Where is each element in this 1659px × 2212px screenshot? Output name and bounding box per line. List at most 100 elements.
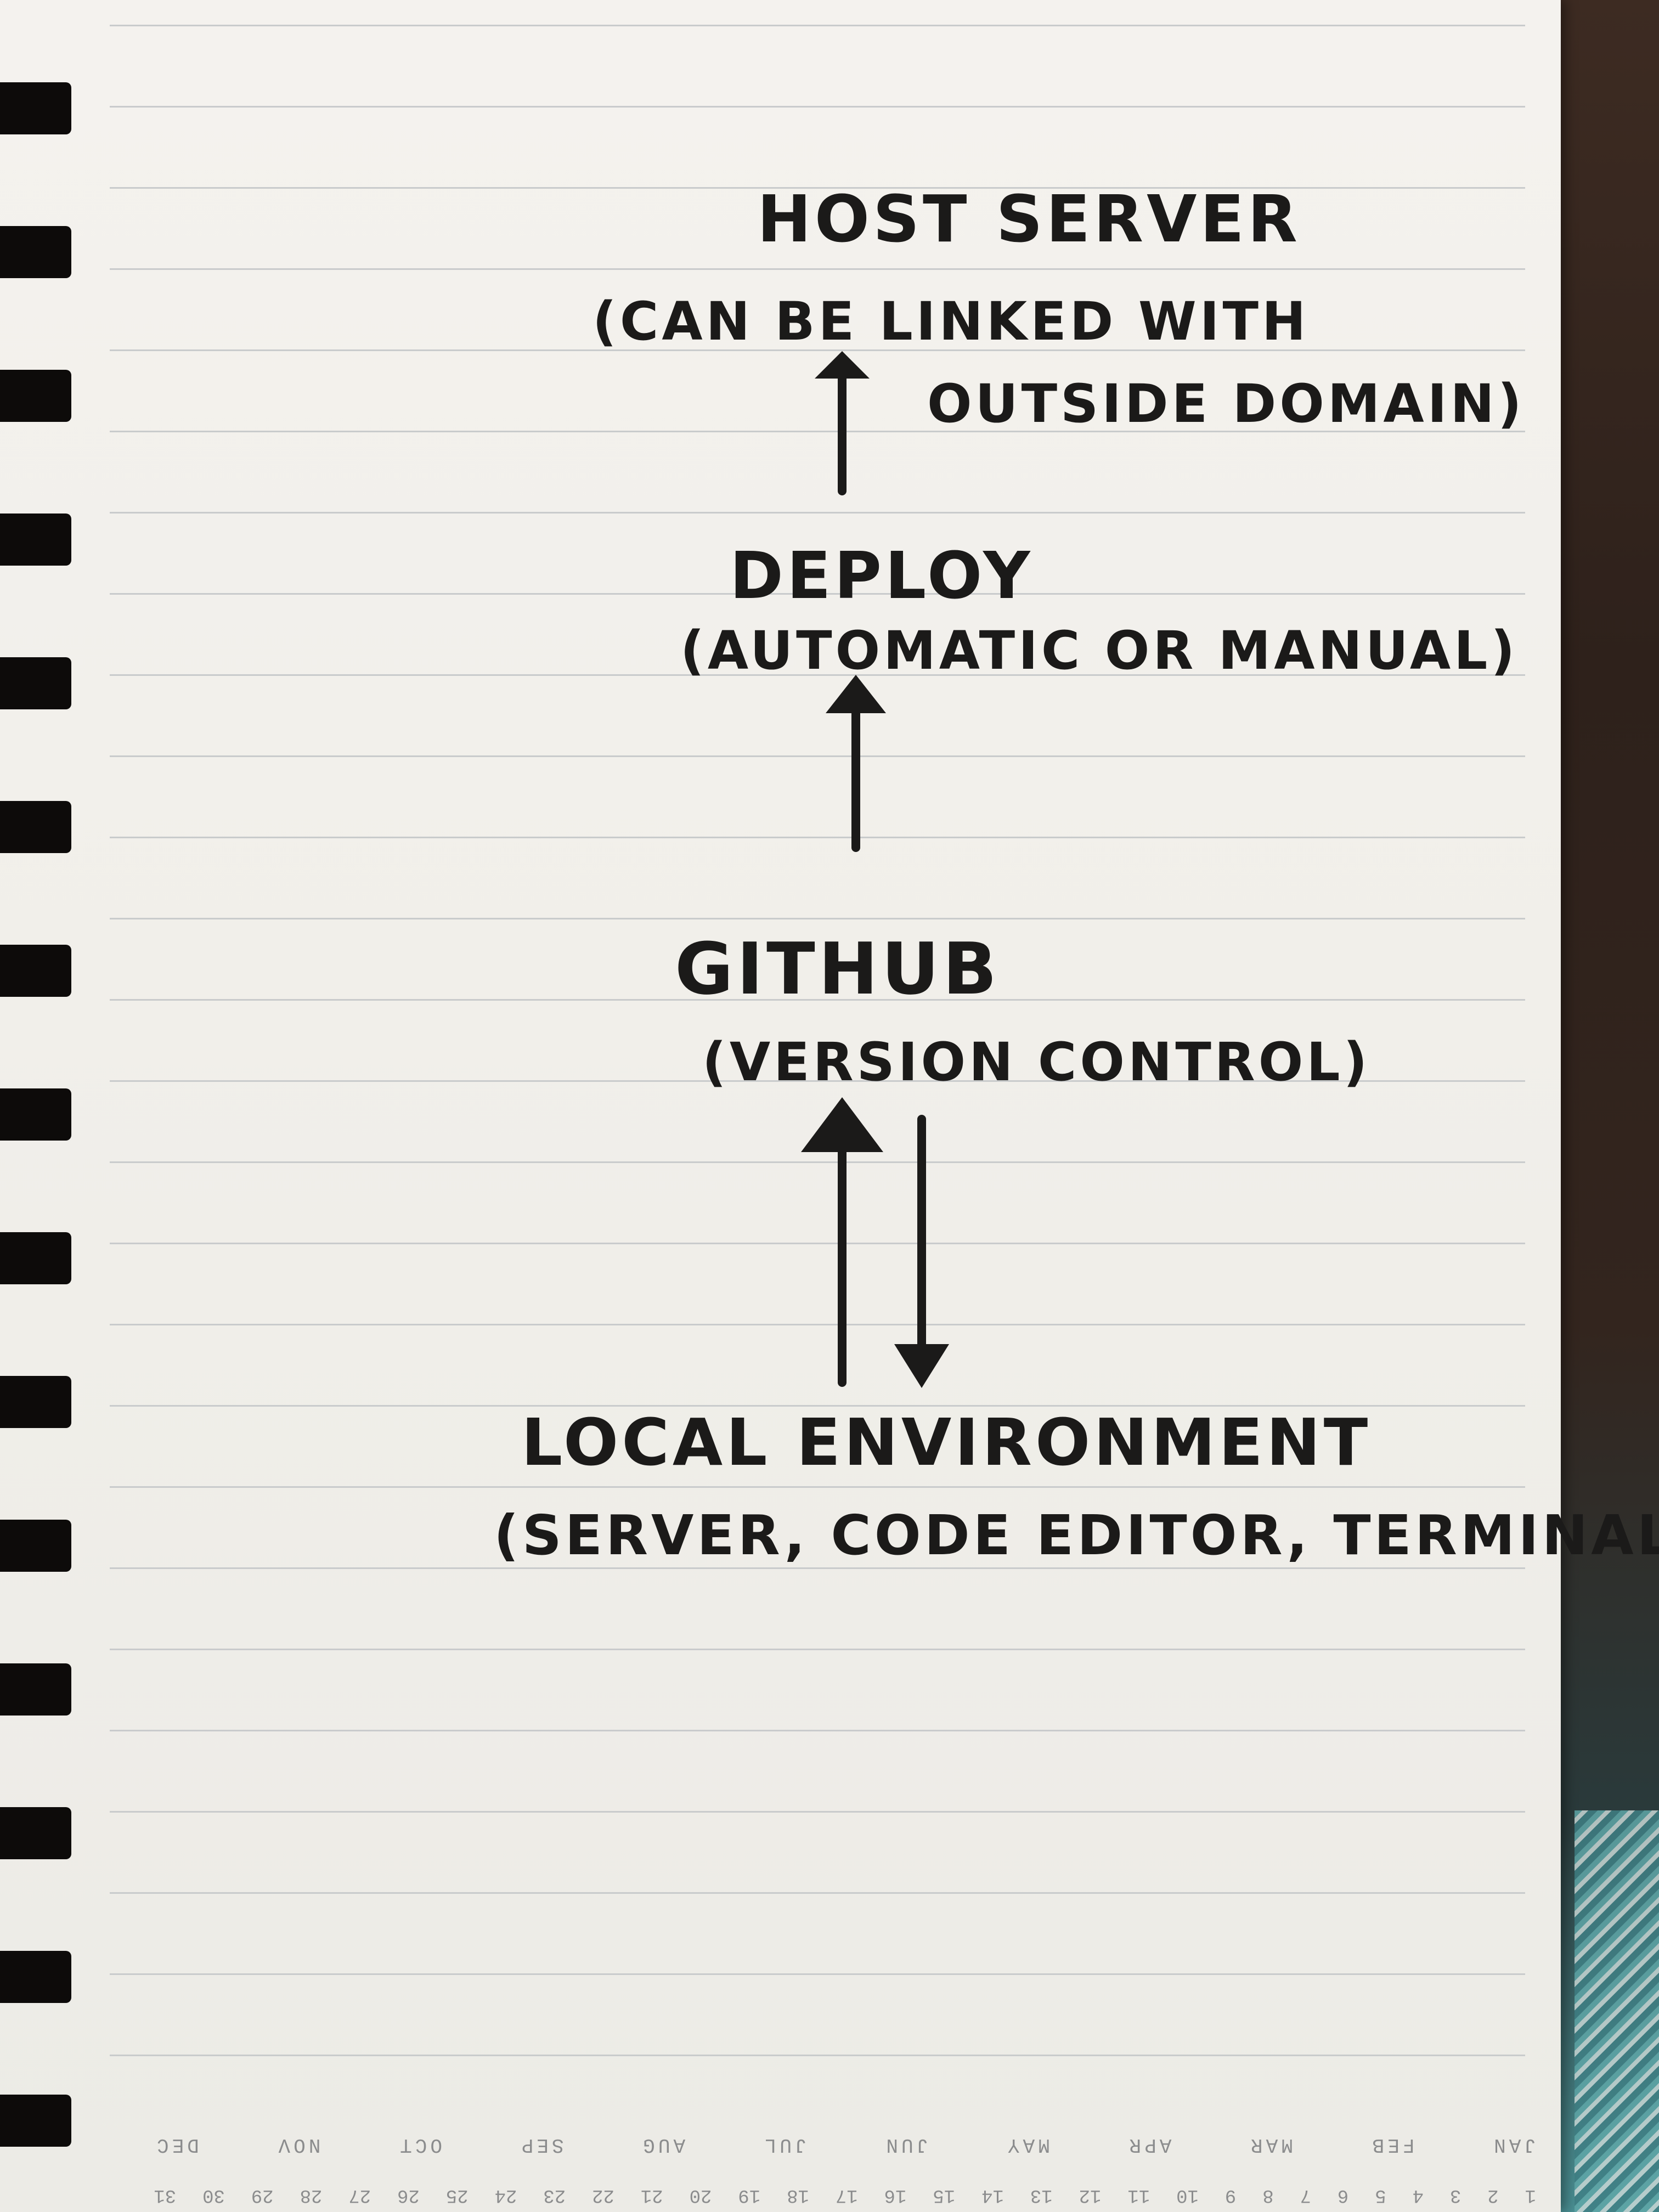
calendar-day: 13 [1030,2185,1053,2205]
binding-hole [0,1232,71,1284]
ruled-line [110,2055,1525,2056]
calendar-month: JAN [1491,2134,1536,2156]
binding-hole [0,1951,71,2003]
binding-hole [0,1520,71,1572]
calendar-day: 2 [1487,2185,1499,2205]
calendar-day: 8 [1262,2185,1274,2205]
calendar-day: 28 [300,2185,323,2205]
binding-hole [0,1376,71,1428]
calendar-day: 17 [835,2185,858,2205]
ruled-line [110,593,1525,595]
ruled-line [110,1892,1525,1894]
ruled-line [110,1811,1525,1813]
calendar-day: 22 [592,2185,614,2205]
ruled-line [110,1486,1525,1488]
ruled-line [110,1243,1525,1244]
calendar-month: MAR [1248,2134,1293,2156]
ruled-line [110,837,1525,838]
striped-fabric [1575,1810,1659,2212]
node-host-title: HOST SERVER [757,181,1301,257]
binding-hole [0,945,71,997]
diagram-arrows [801,351,949,1388]
arrowhead-down-local [894,1344,949,1388]
node-github-title: GITHUB [675,927,1001,1011]
arrowhead-up-deploy [826,675,886,713]
ruled-line [110,1730,1525,1731]
calendar-month: FEB [1369,2134,1415,2156]
ruled-line [110,1567,1525,1569]
ruled-line [110,918,1525,919]
binding-hole [0,801,71,853]
binding-hole [0,1807,71,1859]
node-host-subtitle-line2: OUTSIDE DOMAIN) [927,373,1525,435]
calendar-month: JUL [761,2134,807,2156]
ruled-line [110,268,1525,270]
calendar-day: 14 [981,2185,1004,2205]
ruled-line [110,999,1525,1001]
calendar-month: OCT [397,2134,442,2156]
calendar-day: 15 [933,2185,956,2205]
binding-hole [0,82,71,134]
ruled-line [110,755,1525,757]
calendar-day: 10 [1176,2185,1199,2205]
calendar-day: 16 [884,2185,907,2205]
calendar-day: 3 [1449,2185,1462,2205]
ruled-line [110,1405,1525,1407]
node-github-subtitle: (VERSION CONTROL) [702,1031,1371,1093]
calendar-day: 11 [1127,2185,1150,2205]
ruled-line [110,674,1525,676]
calendar-day: 21 [640,2185,663,2205]
calendar-day: 18 [787,2185,809,2205]
ruled-line [110,1649,1525,1650]
ruled-line [110,25,1525,26]
calendar-day: 7 [1300,2185,1311,2205]
calendar-day: 20 [689,2185,712,2205]
binding-hole [0,2095,71,2147]
binding-hole [0,657,71,709]
node-deploy-subtitle: (AUTOMATIC OR MANUAL) [680,620,1519,681]
calendar-months: JAN FEB MAR APR MAY JUN JUL AUG SEP OCT NOV DEC [154,2134,1536,2156]
ruled-line [110,431,1525,432]
ruled-line [110,1080,1525,1082]
calendar-month: MAY [1004,2134,1050,2156]
ruled-line [110,512,1525,514]
calendar-day: 26 [397,2185,420,2205]
calendar-day: 1 [1525,2185,1536,2205]
calendar-day: 31 [154,2185,177,2205]
binding-hole [0,370,71,422]
calendar-month: AUG [640,2134,686,2156]
calendar-month: DEC [154,2134,199,2156]
calendar-day: 12 [1079,2185,1102,2205]
calendar-month: SEP [518,2134,564,2156]
arrowhead-up-host [815,351,870,379]
node-local-subtitle: (SERVER, CODE EDITOR, TERMINAL) [494,1503,1659,1567]
binding-hole [0,1663,71,1716]
calendar-day: 9 [1224,2185,1237,2205]
calendar-month: JUN [883,2134,929,2156]
ruled-line [110,106,1525,108]
binding-hole [0,226,71,278]
ruled-line [110,187,1525,189]
node-deploy-title: DEPLOY [730,538,1034,613]
calendar-day: 6 [1337,2185,1349,2205]
calendar-day: 24 [494,2185,517,2205]
calendar-day: 27 [348,2185,371,2205]
calendar-day: 25 [445,2185,469,2205]
calendar-month: APR [1126,2134,1172,2156]
ruled-line [110,1973,1525,1975]
calendar-day: 4 [1412,2185,1424,2205]
calendar-month: NOV [275,2134,321,2156]
node-local-title: LOCAL ENVIRONMENT [521,1404,1372,1480]
binding-hole [0,514,71,566]
calendar-day: 19 [738,2185,761,2205]
ruled-line [110,349,1525,351]
arrowhead-up-github [801,1097,883,1152]
ruled-line [110,1161,1525,1163]
calendar-day: 30 [202,2185,225,2205]
binding-hole [0,1088,71,1141]
calendar-day: 23 [543,2185,566,2205]
